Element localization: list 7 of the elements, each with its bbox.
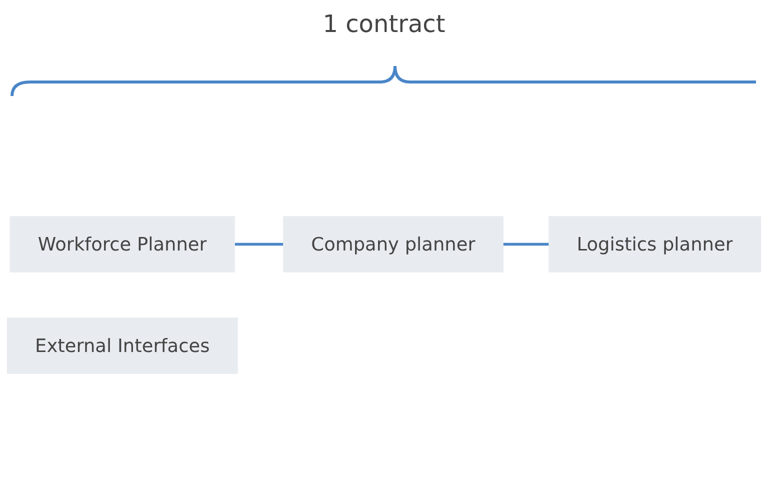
connector <box>234 242 284 246</box>
node-box: External Interfaces <box>6 318 238 374</box>
node-box: Logistics planner <box>548 216 762 272</box>
connector <box>502 242 550 246</box>
bracket-label: 1 contract <box>322 10 446 38</box>
node-box: Workforce Planner <box>10 216 235 272</box>
node-box: Company planner <box>283 216 504 272</box>
